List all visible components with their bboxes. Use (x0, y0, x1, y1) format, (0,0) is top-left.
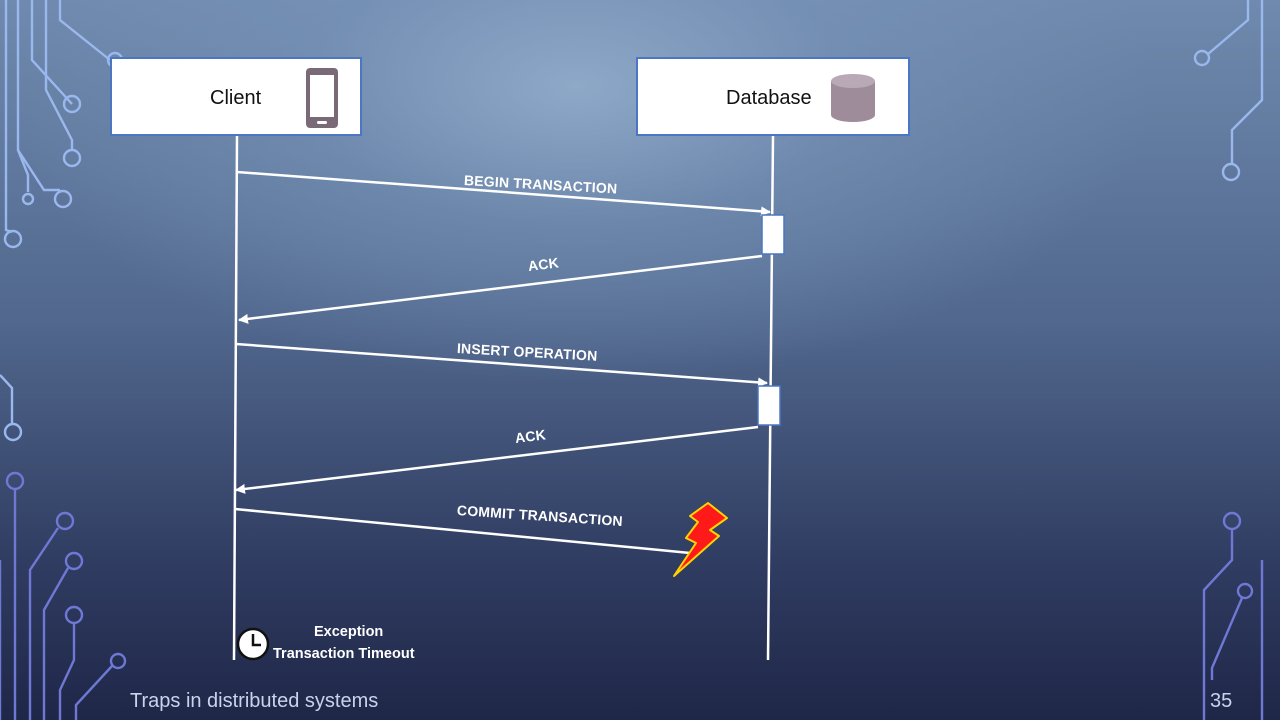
client-lifeline (232, 135, 239, 661)
exception-detail: Transaction Timeout (273, 646, 415, 662)
participant-database: Database (636, 57, 910, 136)
message-arrow-ack-2 (235, 425, 759, 494)
phone-icon (306, 68, 338, 128)
lightning-bolt-icon (673, 502, 728, 577)
message-arrow-ack-1 (238, 254, 763, 324)
message-arrow-commit (234, 507, 691, 555)
exception-title: Exception (314, 624, 384, 640)
slide-footer-title: Traps in distributed systems (130, 690, 379, 712)
participant-client-label: Client (210, 87, 262, 109)
participant-client: Client (110, 57, 362, 136)
clock-icon (236, 627, 270, 661)
message-arrow-begin (236, 170, 771, 217)
database-cylinder-icon (831, 74, 875, 122)
slide-number: 35 (1210, 690, 1233, 712)
participant-database-label: Database (726, 87, 812, 109)
activation-box-begin (761, 214, 785, 255)
message-arrow-insert (235, 342, 768, 388)
activation-box-insert (757, 385, 781, 426)
